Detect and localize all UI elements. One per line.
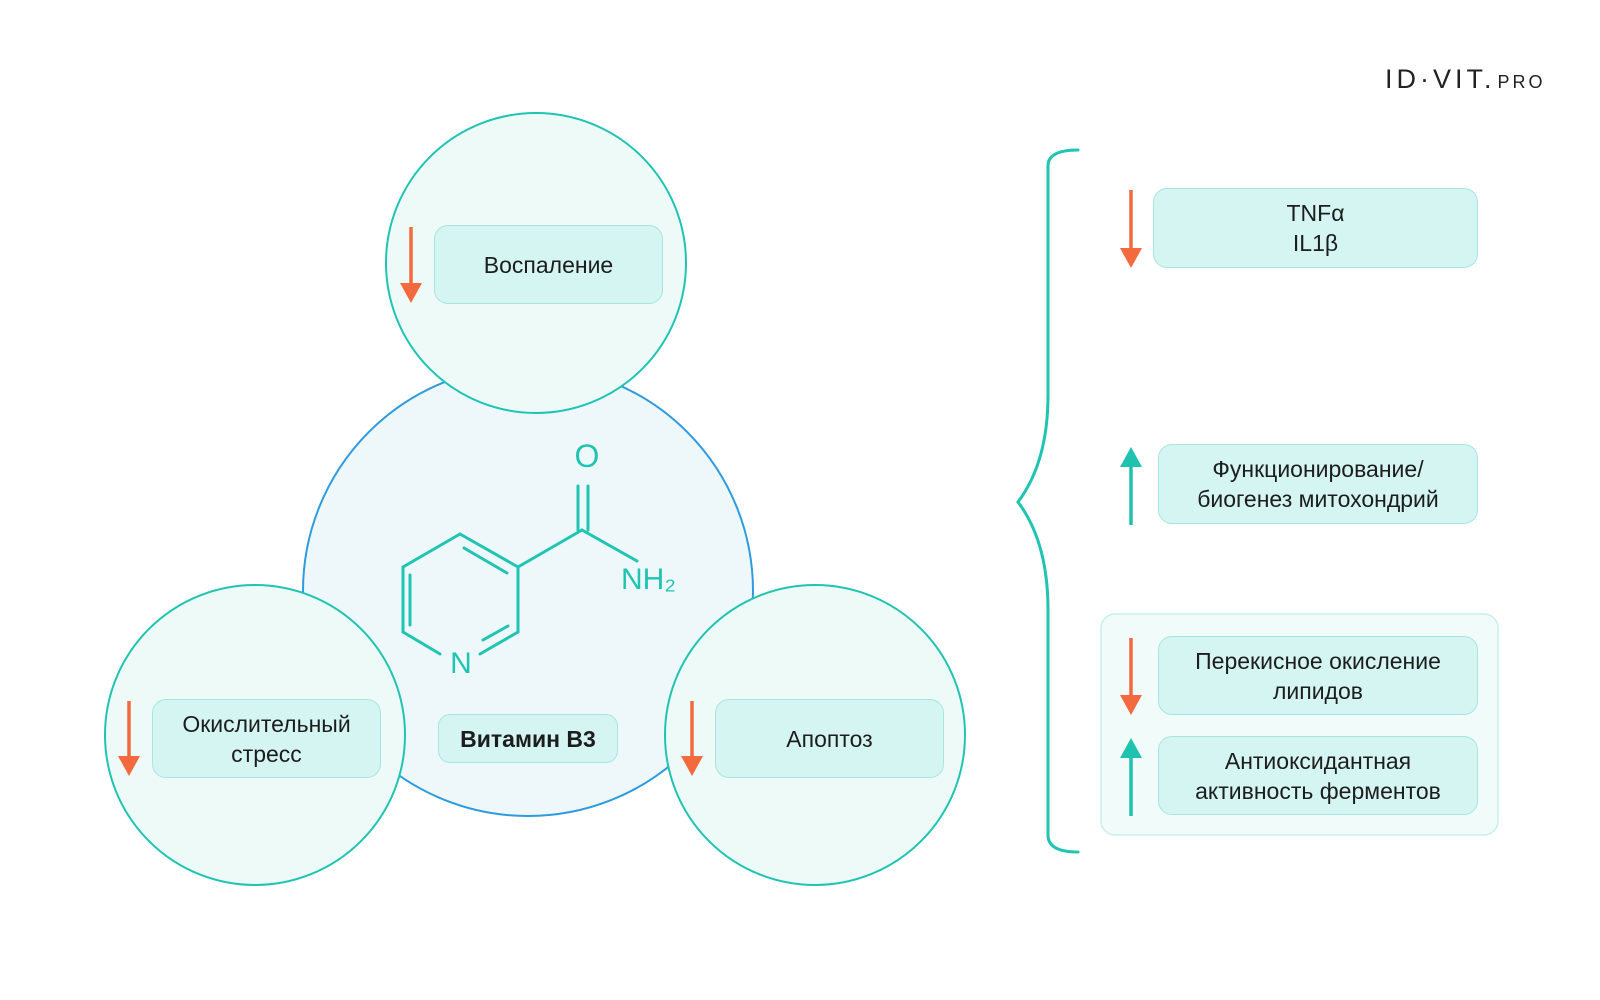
inflammation-label-box: Воспаление [434,225,663,304]
nitrogen-atom-label: N [450,647,472,680]
ring-double-bond [481,624,510,642]
ring-double-bond [462,546,509,575]
up-arrow-icon [1120,447,1142,525]
brand-logo-text: ID·VIT. [1385,64,1496,94]
down-arrow-icon [118,701,140,776]
lipid-peroxidation-label-box: Перекисное окисление липидов [1158,636,1478,715]
mitochondria-label-box: Функционирование/ биогенез митохондрий [1158,444,1478,524]
amide-group-label: NH₂ [621,563,676,596]
brand-logo-suffix: PRO [1497,72,1546,92]
brand-logo: ID·VIT.PRO [1385,64,1546,95]
nicotinamide-structure [401,484,639,656]
oxidative-stress-label: Окислительный стресс [182,710,351,767]
inflammation-label: Воспаление [483,251,614,278]
apoptosis-label: Апоптоз [786,725,873,752]
oxygen-atom-label: O [575,438,600,474]
amide-bond [516,528,584,569]
ring-bond [401,630,442,656]
curly-brace [1016,148,1080,854]
antioxidant-activity-label-box: Антиоксидантная активность ферментов [1158,736,1478,815]
ring-bond [458,532,520,569]
up-arrow-icon [1120,738,1142,816]
mitochondria-label: Функционирование/ биогенез митохондрий [1197,456,1439,512]
down-arrow-icon [1120,638,1142,715]
oxidative-stress-label-box: Окислительный стресс [152,699,381,778]
lipid-peroxidation-label: Перекисное окисление липидов [1195,647,1441,704]
down-arrow-icon [681,701,703,776]
ring-bond [401,532,462,569]
antioxidant-activity-label: Антиоксидантная активность ферментов [1195,747,1441,804]
amine-bond [580,528,639,563]
down-arrow-icon [400,227,422,303]
cytokines-label: TNFα IL1β [1286,200,1345,256]
vitamin-b3-label-box: Витамин B3 [438,714,618,763]
apoptosis-label-box: Апоптоз [715,699,944,778]
down-arrow-icon [1120,190,1142,268]
ring-bond [478,630,520,656]
cytokines-label-box: TNFα IL1β [1153,188,1478,268]
arrows-layer [118,190,1142,816]
vitamin-b3-label: Витамин B3 [460,725,596,752]
